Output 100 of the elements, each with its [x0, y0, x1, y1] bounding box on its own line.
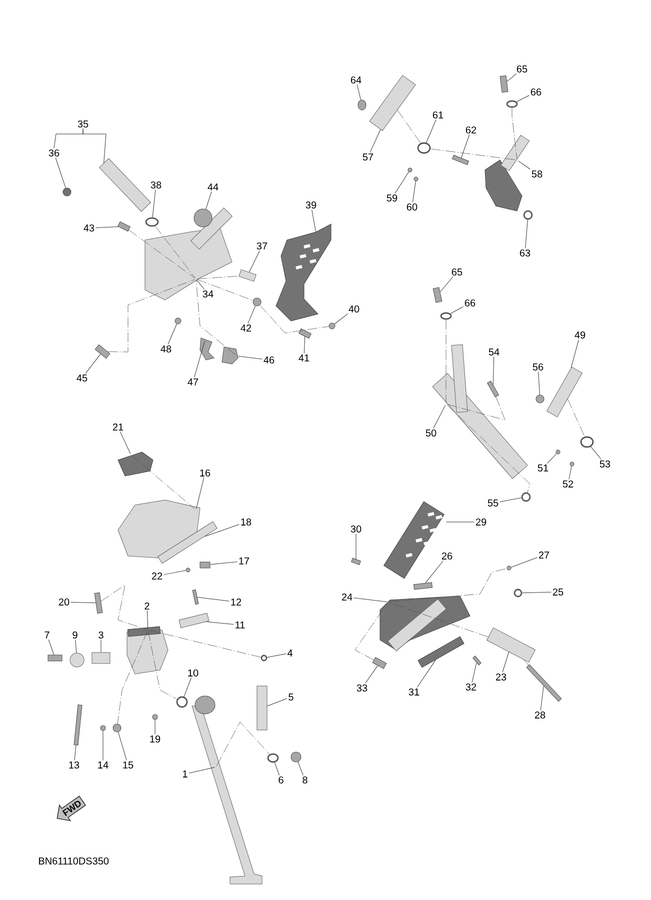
part-drawing	[358, 100, 366, 110]
callout-number: 49	[574, 331, 586, 339]
part-drawing	[487, 380, 499, 398]
part-drawing	[267, 753, 279, 763]
callout-number: 31	[408, 688, 420, 696]
leader-line	[440, 276, 454, 292]
part-drawing	[432, 287, 442, 303]
leader-line	[48, 639, 54, 655]
part-drawing	[372, 657, 387, 669]
leader-line	[502, 652, 510, 672]
part-drawing	[200, 338, 214, 360]
drawing-code: BN61110DS350	[39, 857, 109, 865]
callout-number: 35	[78, 120, 88, 128]
leader-line	[210, 561, 238, 565]
leader-line	[248, 306, 256, 324]
callout-number: 53	[600, 460, 610, 468]
callout-number: 21	[112, 424, 124, 430]
leader-line	[146, 610, 148, 630]
leader-line	[70, 602, 96, 604]
callout-number: 22	[152, 572, 162, 580]
leader-line	[152, 189, 156, 218]
leader-line	[204, 524, 240, 537]
part-drawing	[546, 366, 582, 418]
callout-number: 5	[288, 694, 294, 700]
part-drawing	[418, 636, 464, 668]
callout-number: 25	[552, 588, 564, 596]
leader-line	[570, 339, 579, 368]
part-drawing	[570, 462, 574, 466]
callout-number: 42	[240, 324, 252, 332]
callout-number: 30	[350, 525, 362, 533]
part-drawing	[176, 696, 188, 708]
leader-line	[75, 639, 77, 654]
part-drawing	[158, 521, 218, 564]
callout-number: 17	[239, 558, 250, 564]
assembly-line	[148, 631, 178, 700]
callout-number: 26	[442, 552, 452, 560]
assembly-line	[197, 276, 239, 280]
leader-line	[450, 306, 464, 314]
callout-number: 65	[452, 268, 462, 276]
leader-line	[184, 677, 192, 697]
callout-number: 20	[58, 598, 70, 606]
leader-line	[518, 160, 530, 170]
assembly-line	[128, 230, 195, 278]
callout-number: 57	[362, 154, 374, 160]
callout-number: 23	[496, 673, 506, 681]
part-drawing	[351, 558, 361, 566]
assembly-line	[132, 456, 195, 510]
leader-line	[100, 639, 102, 652]
leader-line	[461, 134, 470, 158]
part-drawing	[192, 589, 199, 605]
leader-line	[164, 570, 186, 575]
callout-number: 54	[488, 348, 500, 356]
leader-line	[74, 745, 76, 760]
leader-line	[568, 466, 572, 480]
leader-line	[118, 732, 127, 761]
leader-line	[274, 762, 280, 776]
part-drawing	[452, 154, 470, 166]
part-drawing	[70, 652, 84, 668]
callout-number: 39	[306, 201, 316, 209]
part-drawing	[526, 664, 562, 702]
part-drawing	[486, 628, 536, 662]
leader-line	[248, 250, 260, 272]
assembly-line	[389, 568, 508, 602]
callout-number: 48	[160, 345, 172, 353]
leader-line	[416, 660, 436, 688]
callout-number: 60	[406, 203, 418, 211]
callout-number: 44	[208, 184, 218, 190]
part-drawing	[506, 566, 512, 570]
leader-line	[500, 498, 522, 502]
part-drawing	[440, 312, 452, 320]
part-drawing	[112, 724, 122, 732]
leader-line	[472, 662, 477, 682]
callout-number: 66	[464, 299, 476, 307]
leader-line	[96, 226, 119, 228]
callout-number: 64	[350, 76, 362, 84]
callout-number: 61	[432, 111, 444, 119]
leader-line	[267, 698, 288, 706]
assembly-line	[196, 280, 236, 356]
part-drawing	[369, 75, 416, 131]
part-drawing	[408, 168, 412, 172]
leader-line	[55, 157, 66, 188]
callout-number: 3	[98, 631, 104, 639]
part-drawing	[328, 322, 336, 330]
assembly-line	[389, 602, 488, 638]
leader-line	[525, 219, 528, 248]
leader-line	[168, 324, 177, 344]
part-drawing	[238, 269, 256, 282]
leader-line	[354, 598, 388, 602]
leader-line	[538, 371, 540, 395]
leader-line	[426, 119, 436, 143]
part-drawing	[414, 176, 418, 182]
leader-line	[188, 767, 216, 774]
leader-line	[510, 557, 538, 568]
leader-line	[54, 128, 84, 148]
part-drawing	[556, 450, 560, 454]
leader-line	[102, 730, 104, 761]
part-drawing	[276, 224, 332, 322]
leader-line	[412, 180, 416, 202]
callout-number: 10	[188, 669, 198, 677]
part-drawing	[536, 394, 544, 404]
